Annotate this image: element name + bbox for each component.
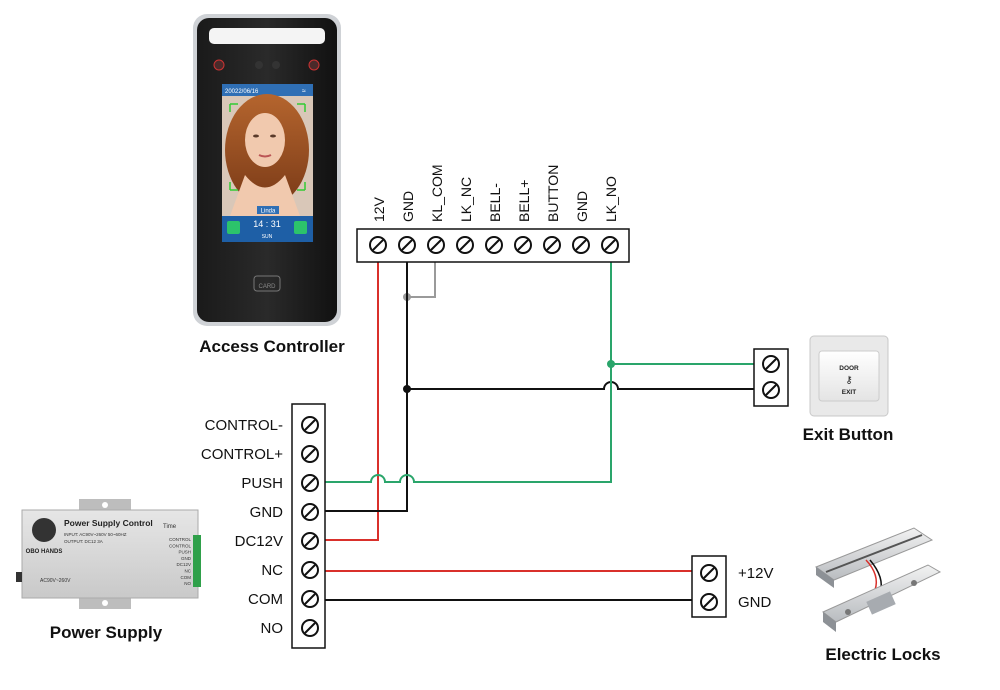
psu-panel-term: CONTROL xyxy=(169,543,191,548)
apps-icon xyxy=(294,221,307,234)
wire-black-gnd xyxy=(310,245,408,512)
power-supply-label: Power Supply xyxy=(50,623,163,642)
electric-locks-device xyxy=(814,527,942,632)
controller-terminal-screw xyxy=(398,236,416,254)
psu-terminal-label: DC12V xyxy=(235,533,283,550)
psu-panel-term: NO xyxy=(184,581,191,586)
psu-terminal-label: CONTROL+ xyxy=(201,446,283,463)
wifi-icon: ≈ xyxy=(302,88,306,95)
exit-button-text-top: DOOR xyxy=(839,365,859,372)
psu-terminal-screw xyxy=(301,532,319,550)
controller-terminal-label: BELL+ xyxy=(516,180,532,222)
psu-panel-term: GND xyxy=(181,556,192,561)
lock-terminal-label: +12V xyxy=(738,565,773,582)
wire-green-lkno xyxy=(310,245,612,483)
exit-terminal-screw xyxy=(762,355,780,373)
exit-button-device: DOOR ⚷ EXIT xyxy=(809,335,889,417)
psu-panel-term: COM xyxy=(181,575,192,580)
card-label: CARD xyxy=(258,284,276,290)
lock-terminal-screw xyxy=(700,593,718,611)
psu-terminal-label: NO xyxy=(261,620,284,637)
junction-green xyxy=(607,360,615,368)
controller-terminal-screw xyxy=(369,236,387,254)
controller-terminal-screw xyxy=(543,236,561,254)
psu-input: INPUT: AC90V~260V 50~60HZ xyxy=(64,532,127,537)
controller-terminal-label: GND xyxy=(400,191,416,222)
sensor-icon xyxy=(213,59,225,71)
psu-terminal-screw xyxy=(301,561,319,579)
controller-terminal-label: KL_COM xyxy=(429,164,445,222)
key-icon: ⚷ xyxy=(845,375,852,386)
screen-day: SUN xyxy=(262,234,273,240)
psu-time: Time xyxy=(163,524,177,530)
psu-terminal-label: GND xyxy=(250,504,284,521)
psu-terminal-screw xyxy=(301,416,319,434)
psu-terminal-label: PUSH xyxy=(241,475,283,492)
bell-icon xyxy=(227,221,240,234)
camera-icon xyxy=(255,61,263,69)
exit-button-text-bottom: EXIT xyxy=(842,389,856,396)
junction-black xyxy=(403,385,411,393)
psu-terminal-screw xyxy=(301,619,319,637)
lock-terminal-block: +12V GND xyxy=(691,555,773,618)
controller-terminal-label: LK_NO xyxy=(603,176,619,222)
psu-panel-term: CONTROL xyxy=(169,537,191,542)
access-controller: 20022/06/16 ≈ Linda 14 : 31 SUN CARD xyxy=(193,14,341,326)
psu-panel-term: DC12V xyxy=(176,562,191,567)
controller-terminal-label: GND xyxy=(574,191,590,222)
psu-brand: OBO HANDS xyxy=(26,549,63,555)
controller-terminal-screw xyxy=(514,236,532,254)
psu-panel-term: NC xyxy=(185,569,192,574)
controller-terminal-label: BELL- xyxy=(487,183,503,222)
exit-button-label: Exit Button xyxy=(803,425,894,444)
access-controller-label: Access Controller xyxy=(199,337,345,356)
sensor-icon xyxy=(308,59,320,71)
controller-terminal-label: BUTTON xyxy=(545,165,561,222)
psu-output: OUTPUT: DC12 3A xyxy=(64,539,103,544)
power-supply-device: OBO HANDS Power Supply Control INPUT: AC… xyxy=(16,499,201,609)
psu-terminal-label: COM xyxy=(248,591,283,608)
controller-terminal-screw xyxy=(456,236,474,254)
psu-terminal-screw xyxy=(301,503,319,521)
psu-panel-term: PUSH xyxy=(178,550,191,555)
screen-time: 14 : 31 xyxy=(253,219,281,229)
controller-terminal-screw xyxy=(572,236,590,254)
portrait-face xyxy=(245,113,285,167)
lock-terminal-screw xyxy=(700,564,718,582)
controller-terminal-label: 12V xyxy=(371,196,387,222)
screen-name: Linda xyxy=(261,209,276,215)
psu-terminal-screw xyxy=(301,445,319,463)
exit-button-terminal xyxy=(753,348,789,407)
controller-terminal-screw xyxy=(485,236,503,254)
wire-black-exit xyxy=(407,381,770,390)
hand-logo-icon xyxy=(32,518,56,542)
camera-icon xyxy=(272,61,280,69)
controller-terminal-screw xyxy=(427,236,445,254)
psu-rating: AC90V~260V xyxy=(40,578,71,584)
screen-date: 20022/06/16 xyxy=(225,89,259,95)
psu-terminal-screw xyxy=(301,590,319,608)
wire-red-12v xyxy=(310,245,379,541)
psu-terminal-label: NC xyxy=(261,562,283,579)
lock-terminal-label: GND xyxy=(738,594,772,611)
controller-terminal-label: LK_NC xyxy=(458,177,474,222)
exit-terminal-screw xyxy=(762,381,780,399)
controller-terminal-block: 12V GND KL_COM LK_NC BELL- BELL+ BUTTON GND LK_N… xyxy=(356,164,630,263)
psu-title: Power Supply Control xyxy=(64,518,153,528)
psu-terminal-block: CONTROL- CONTROL+ PUSH GND DC12V NC COM NO xyxy=(201,403,326,649)
controller-terminal-screw xyxy=(601,236,619,254)
wires xyxy=(310,245,770,601)
psu-terminal-label: CONTROL- xyxy=(205,417,283,434)
psu-terminal-screw xyxy=(301,474,319,492)
electric-locks-label: Electric Locks xyxy=(825,645,940,664)
